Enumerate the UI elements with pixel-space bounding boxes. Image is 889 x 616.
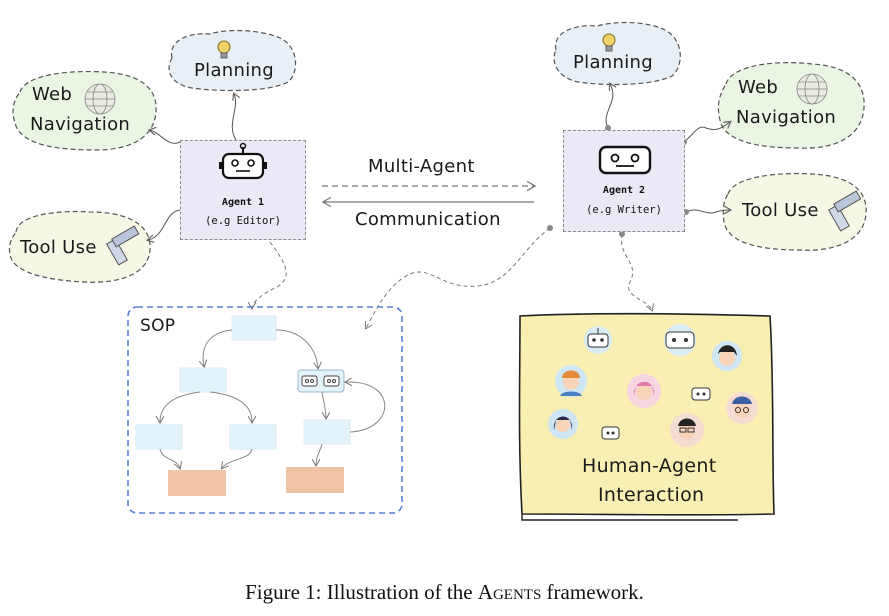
agent2-to-planning bbox=[605, 84, 613, 129]
web-nav-bubble-right bbox=[717, 62, 865, 149]
robot-avatar-icon bbox=[691, 387, 711, 401]
agent1-to-planning bbox=[231, 94, 236, 141]
comm-label-bottom: Communication bbox=[355, 209, 501, 230]
planning-label-right: Planning bbox=[573, 52, 653, 73]
agent2-name: Agent 2 bbox=[602, 185, 646, 196]
human-avatar-icon bbox=[627, 374, 661, 408]
robot-icon bbox=[219, 142, 267, 180]
sop-node bbox=[231, 315, 277, 341]
caption-prefix: Figure 1: Illustration of the bbox=[245, 580, 478, 604]
tool-use-bubble-right bbox=[722, 172, 867, 251]
comm-label-top: Multi-Agent bbox=[368, 156, 475, 177]
hammer-icon bbox=[827, 190, 862, 232]
sop-node bbox=[229, 424, 277, 450]
robot-icon bbox=[598, 145, 652, 175]
sop-node bbox=[179, 367, 227, 393]
mini-robot-icon bbox=[301, 375, 340, 387]
human-avatar-icon bbox=[670, 413, 704, 447]
sop-node bbox=[303, 419, 351, 445]
planning-label-left: Planning bbox=[194, 60, 274, 81]
sop-node bbox=[135, 424, 183, 450]
agent2-to-tooluse bbox=[685, 210, 730, 213]
globe-icon bbox=[796, 73, 828, 105]
globe-icon bbox=[84, 83, 116, 115]
agent1-to-sop bbox=[252, 241, 287, 308]
human-avatar-icon bbox=[548, 409, 578, 439]
figure-caption: Figure 1: Illustration of the Agents fra… bbox=[0, 580, 889, 605]
agent2-card: Agent 2 (e.g Writer) bbox=[563, 130, 685, 232]
human-agent-board bbox=[518, 312, 775, 516]
agent2-to-human bbox=[621, 233, 652, 310]
agent1-card: Agent 1 (e.g Editor) bbox=[180, 140, 306, 240]
caption-suffix: framework. bbox=[541, 580, 644, 604]
sop-container bbox=[127, 306, 403, 514]
caption-framework-name: Agents bbox=[477, 580, 542, 604]
navigation-label-right: Navigation bbox=[736, 107, 837, 128]
agent1-name: Agent 1 bbox=[221, 197, 265, 208]
robot-avatar-icon bbox=[664, 324, 696, 356]
tool-use-label-right: Tool Use bbox=[742, 200, 819, 221]
human-agent-label-1: Human-Agent bbox=[582, 455, 717, 477]
agent2-to-webnav bbox=[683, 122, 730, 143]
sop-end-node bbox=[168, 470, 226, 496]
human-agent-label-2: Interaction bbox=[598, 484, 705, 506]
robot-avatar-icon bbox=[584, 326, 612, 354]
agent1-to-webnav bbox=[150, 130, 181, 144]
tool-use-bubble-left bbox=[8, 210, 151, 283]
tool-use-label-left: Tool Use bbox=[20, 237, 97, 258]
lightbulb-icon bbox=[602, 33, 616, 52]
web-label-right: Web bbox=[738, 77, 779, 98]
agent2-role: (e.g Writer) bbox=[586, 204, 662, 216]
navigation-label-left: Navigation bbox=[30, 114, 131, 135]
lightbulb-icon bbox=[217, 40, 231, 59]
planning-bubble-left bbox=[168, 29, 297, 92]
web-nav-bubble-left bbox=[12, 70, 157, 151]
planning-bubble-right bbox=[553, 21, 681, 86]
sop-end-node bbox=[286, 467, 344, 493]
human-avatar-icon bbox=[726, 392, 758, 424]
human-avatar-icon bbox=[712, 341, 742, 371]
web-label-left: Web bbox=[32, 84, 73, 105]
robot-avatar-icon bbox=[601, 426, 620, 440]
sop-label: SOP bbox=[140, 316, 176, 336]
hammer-icon bbox=[105, 225, 140, 266]
agent2-to-sop bbox=[366, 227, 551, 328]
agent1-role: (e.g Editor) bbox=[205, 215, 281, 227]
human-avatar-icon bbox=[555, 365, 587, 397]
agent1-to-tooluse bbox=[148, 209, 181, 240]
